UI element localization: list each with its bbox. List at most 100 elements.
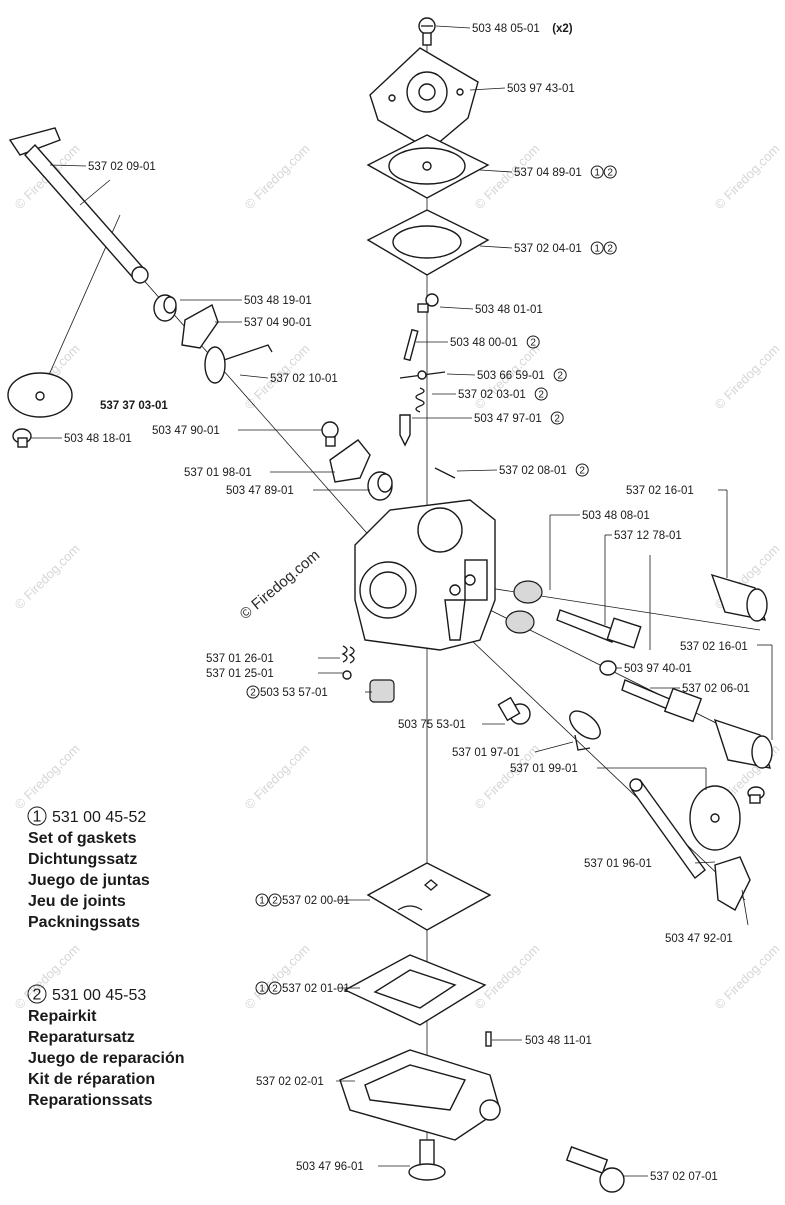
- part-callout: 537 37 03-01: [100, 400, 168, 412]
- bracket-screw: [321, 421, 339, 447]
- bottom-screw-center: [408, 1139, 446, 1181]
- part-number: 503 48 11-01: [525, 1035, 592, 1047]
- adjust-spring-b: [505, 610, 535, 634]
- legend-description: Kit de réparation: [28, 1071, 155, 1088]
- kit-marker-circle: [553, 368, 567, 382]
- part-number: 503 47 96-01: [296, 1161, 364, 1173]
- needle-valve-l: [621, 679, 703, 723]
- kit-marker-number: 2: [250, 688, 256, 699]
- kit-marker-circle: [268, 893, 282, 907]
- part-number: 537 02 04-01: [514, 243, 582, 255]
- quantity-suffix: (x2): [552, 23, 573, 35]
- part-callout: 537 02 06-01: [682, 683, 750, 695]
- throttle-spring: [204, 344, 273, 384]
- part-number: 537 02 02-01: [256, 1076, 324, 1088]
- needle-lever: [399, 370, 446, 380]
- part-callout: 537 02 10-01: [270, 373, 338, 385]
- watermark: © Firedog.com: [242, 941, 313, 1012]
- pin: [403, 328, 419, 362]
- kit-marker-number: 2: [557, 371, 563, 382]
- part-number: 503 53 57-01: [260, 687, 328, 699]
- part-number: 503 47 89-01: [226, 485, 294, 497]
- needle-valve-h: [556, 609, 642, 649]
- leader-lines: [30, 25, 773, 1177]
- part-callout: 537 12 78-01: [614, 530, 682, 542]
- part-number: 537 02 16-01: [626, 485, 694, 497]
- part-callout: 503 97 40-01: [624, 663, 692, 675]
- part-callout: 537 02 16-01: [680, 641, 748, 653]
- kit-marker-number: 2: [607, 244, 613, 255]
- part-callout: 537 02 16-01: [626, 485, 694, 497]
- part-callout: 537 01 98-01: [184, 467, 252, 479]
- carburetor-body: [354, 499, 496, 651]
- part-callout: 537 01 97-01: [452, 747, 520, 759]
- screw-small: [417, 293, 439, 313]
- kit-marker-circle: [255, 981, 269, 995]
- part-callout: 503 97 43-01: [507, 83, 575, 95]
- part-callout: 537 01 99-01: [510, 763, 578, 775]
- choke-spring: [569, 710, 601, 751]
- part-callout: 503 75 53-01: [398, 719, 466, 731]
- kit-marker-circle: [590, 165, 604, 179]
- part-number: 503 48 01-01: [475, 304, 543, 316]
- part-callout: 537 04 90-01: [244, 317, 312, 329]
- part-callout: 503 48 01-01: [475, 304, 543, 316]
- choke-rod-axis: [449, 619, 746, 901]
- legend-marker-circle: [27, 806, 47, 826]
- part-number: 537 01 97-01: [452, 747, 520, 759]
- part-number: 537 04 90-01: [244, 317, 312, 329]
- choke-disc-screw: [747, 786, 765, 804]
- part-callout: 2 503 53 57-01: [246, 685, 328, 699]
- part-number: 537 01 26-01: [206, 653, 274, 665]
- part-callout: 503 47 89-01: [226, 485, 294, 497]
- inlet-needle: [399, 414, 411, 447]
- metering-gasket: [343, 954, 487, 1026]
- part-number: 537 01 25-01: [206, 668, 274, 680]
- metering-diaphragm: [366, 862, 492, 931]
- kit-marker-circle: [526, 335, 540, 349]
- part-number: 537 01 96-01: [584, 858, 652, 870]
- lever-spring: [415, 387, 425, 413]
- watermark: © Firedog.com: [242, 141, 313, 212]
- throttle-valve-disc: [7, 372, 73, 418]
- kit-marker-circle: [550, 411, 564, 425]
- choke-lever-bottom: [714, 856, 751, 911]
- kit-marker-circle: [268, 981, 282, 995]
- part-number: 537 02 03-01: [458, 389, 526, 401]
- watermark: © Firedog.com: [712, 141, 783, 212]
- part-callout: 537 02 09-01: [88, 161, 156, 173]
- part-callout: 503 47 92-01: [665, 933, 733, 945]
- part-number: 503 48 08-01: [582, 510, 650, 522]
- part-number: 537 37 03-01: [100, 400, 168, 412]
- limiter-cap-bottom: [713, 718, 773, 769]
- part-number: 503 48 18-01: [64, 433, 132, 445]
- part-number: 537 01 99-01: [510, 763, 578, 775]
- part-callout: 503 48 18-01: [64, 433, 132, 445]
- part-callout: 503 48 19-01: [244, 295, 312, 307]
- part-number: 537 02 10-01: [270, 373, 338, 385]
- choke-bushing: [367, 471, 393, 501]
- kit-marker-number: 2: [272, 984, 278, 995]
- kit-marker-circle: [603, 165, 617, 179]
- watermark: © Firedog.com: [242, 741, 313, 812]
- throttle-shaft: [8, 127, 149, 284]
- kit-marker-number: 2: [554, 414, 560, 425]
- o-ring: [599, 660, 617, 676]
- part-callout: 537 01 96-01: [584, 858, 652, 870]
- kit-marker-circle: [590, 241, 604, 255]
- watermark: © Firedog.com: [472, 941, 543, 1012]
- kit-marker-number: 2: [530, 338, 536, 349]
- part-number: 503 97 40-01: [624, 663, 692, 675]
- bottom-screw-right: [565, 1146, 625, 1193]
- part-callout: 537 02 02-01: [256, 1076, 324, 1088]
- part-number: 537 02 07-01: [650, 1171, 718, 1183]
- part-number: 537 02 09-01: [88, 161, 156, 173]
